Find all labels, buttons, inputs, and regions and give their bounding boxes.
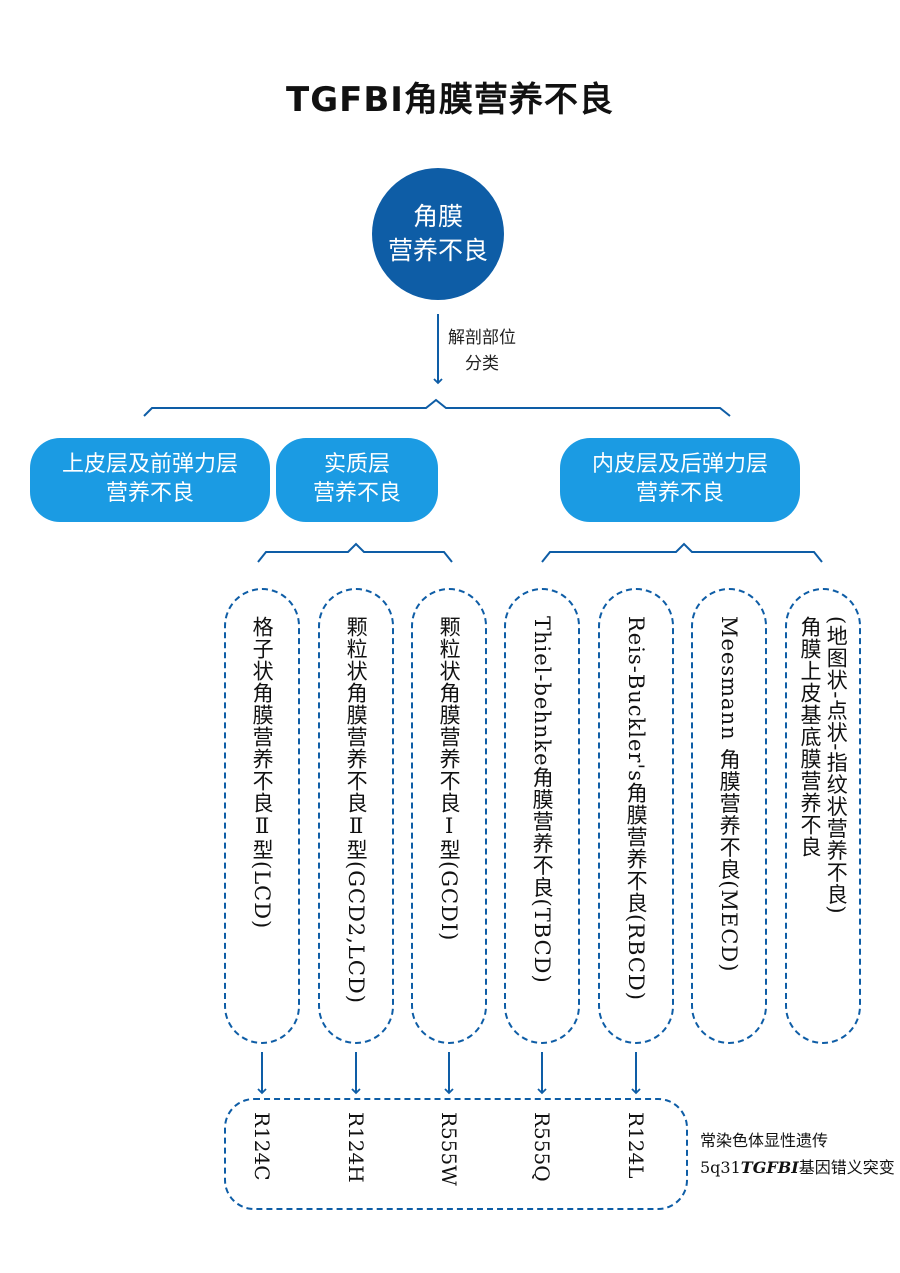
subtype-rbcd-text: Reis-Buckler's角膜营养不良(RBCD) <box>624 616 649 1001</box>
diagram-title: TGFBI角膜营养不良 <box>286 80 614 120</box>
classification-label-line-1: 解剖部位 <box>448 328 516 348</box>
subtype-ebmd: (地图状-点状-指纹状营养不良) 角膜上皮基底膜营养不良 <box>785 588 861 1044</box>
mutation-label-2: R124H <box>344 1112 368 1183</box>
category-stroma: 实质层 营养不良 <box>276 438 438 522</box>
subtype-gcd2: 颗粒状角膜营养不良Ⅱ型(GCD2,LCD) <box>318 588 394 1044</box>
classification-label: 解剖部位 分类 <box>448 326 516 377</box>
category-stroma-line-2: 营养不良 <box>312 481 401 506</box>
endothelium-brace <box>541 542 823 563</box>
category-endothelium: 内皮层及后弹力层 营养不良 <box>560 438 800 522</box>
mutation-label-4: R555Q <box>530 1112 554 1182</box>
category-epithelium: 上皮层及前弹力层 营养不良 <box>30 438 270 522</box>
subtype-lcd2-text: 格子状角膜营养不良Ⅱ型(LCD) <box>250 616 275 930</box>
category-epithelium-line-1: 上皮层及前弹力层 <box>61 452 238 478</box>
mutation-label-1: R124C <box>250 1112 274 1181</box>
mutation-label-3: R555W <box>437 1112 461 1186</box>
locus: 5q31 <box>700 1158 741 1178</box>
mutation-type: 基因错义突变 <box>798 1158 895 1178</box>
classification-label-line-2: 分类 <box>465 353 499 374</box>
subtype-gcd2-text: 颗粒状角膜营养不良Ⅱ型(GCD2,LCD) <box>344 616 369 1004</box>
subtype-lcd2: 格子状角膜营养不良Ⅱ型(LCD) <box>224 588 300 1044</box>
top-brace <box>143 398 731 417</box>
subtype-rbcd: Reis-Buckler's角膜营养不良(RBCD) <box>598 588 674 1044</box>
category-epithelium-line-2: 营养不良 <box>105 481 194 506</box>
subtype-ebmd-text: (地图状-点状-指纹状营养不良) 角膜上皮基底膜营养不良 <box>798 616 849 915</box>
inheritance-note: 常染色体显性遗传 5q31TGFBI基因错义突变 <box>700 1127 895 1181</box>
subtype-mecd-text: Meesmann 角膜营养不良(MECD) <box>717 616 742 973</box>
gene-name: TGFBI <box>740 1158 799 1178</box>
subtype-tbcd: Thiel-behnke角膜营养不良(TBCD) <box>504 588 580 1044</box>
root-node-corneal-dystrophy: 角膜 营养不良 <box>372 168 504 300</box>
mutation-label-5: R124L <box>624 1112 648 1179</box>
subtype-tbcd-text: Thiel-behnke角膜营养不良(TBCD) <box>530 616 555 984</box>
subtype-gcd1-text: 颗粒状角膜营养不良Ⅰ型(GCDI) <box>437 616 462 942</box>
stroma-brace <box>257 542 453 563</box>
category-endothelium-line-2: 营养不良 <box>635 481 724 506</box>
subtype-gcd1: 颗粒状角膜营养不良Ⅰ型(GCDI) <box>411 588 487 1044</box>
subtype-mecd: Meesmann 角膜营养不良(MECD) <box>691 588 767 1044</box>
mutation-group-box <box>224 1098 688 1210</box>
root-line-1: 角膜 <box>412 202 463 232</box>
root-line-2: 营养不良 <box>387 236 488 265</box>
inheritance-note-line-1: 常染色体显性遗传 <box>700 1131 829 1150</box>
category-stroma-line-1: 实质层 <box>323 452 390 478</box>
inheritance-note-line-2: 5q31TGFBI基因错义突变 <box>700 1154 895 1181</box>
category-endothelium-line-1: 内皮层及后弹力层 <box>591 452 768 478</box>
